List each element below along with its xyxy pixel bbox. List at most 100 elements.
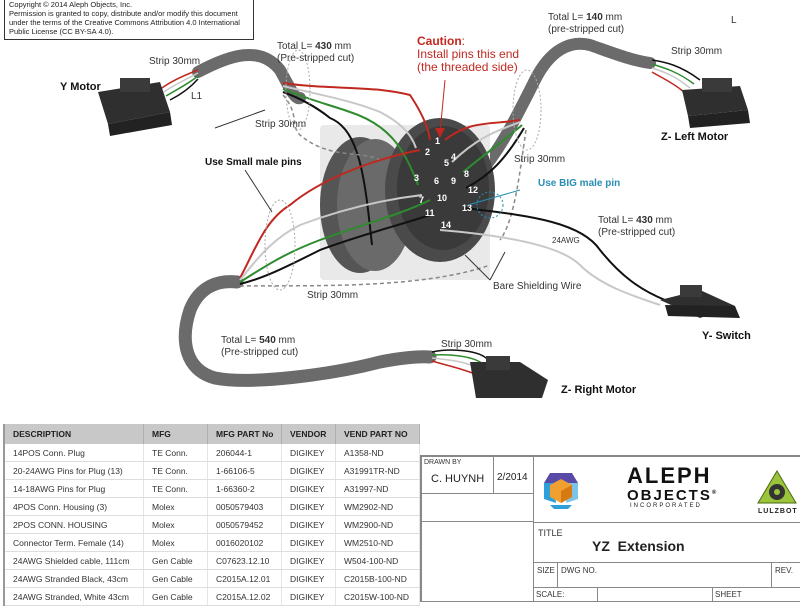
label-z-left-motor: Z- Left Motor [661,131,729,143]
bom-cell-vend-part: W504-100-ND [335,551,420,570]
company-name-line3: INCORPORATED [630,503,702,509]
bom-cell-mfg: TE Conn. [143,479,208,498]
rev-label: REV. [775,566,793,575]
strip-zone-y-motor [285,49,311,131]
bom-cell-mfg-part: 0016020102 [207,533,282,552]
bom-cell-vend-part: A31997-ND [335,479,420,498]
bom-cell-vendor: DIGIKEY [281,497,336,516]
license-line: under the terms of the Creative Commons … [9,18,240,27]
small-pins-note: Use Small male pins [205,157,302,168]
bom-cell-vendor: DIGIKEY [281,533,336,552]
l-mark: L [731,15,737,26]
drawing-date: 2/2014 [497,472,528,483]
drawn-by-label: DRAWN BY [424,459,462,466]
bom-cell-vend-part: WM2510-ND [335,533,420,552]
bom-header-vendor: VENDOR [281,424,336,444]
strip-zone-z-right [264,199,296,291]
bom-cell-description: Connector Term. Female (14) [5,533,144,552]
label-z-right-motor: Z- Right Motor [561,384,637,396]
bom-cell-mfg-part: 1-66106-5 [207,461,282,480]
label-y-motor: Y Motor [60,81,101,93]
pin-1: 1 [435,136,440,146]
aleph-cube-logo-icon [544,473,578,509]
strip-label-z-right: Strip 30mm [441,339,493,350]
bom-cell-mfg-part: 0050579452 [207,515,282,534]
arrow-caution-head [435,128,445,138]
bom-cell-description: 14POS Conn. Plug [5,444,144,462]
bom-cell-mfg: Gen Cable [143,551,208,570]
length-label-y-switch: Total L= 430 mm (Pre-stripped cut) [598,215,676,238]
bom-cell-mfg-part: 0050579403 [207,497,282,516]
bom-cell-description: 24AWG Shielded cable, 111cm [5,551,144,570]
bom-cell-vend-part: A1358-ND [335,444,420,462]
big-pin-zone [476,191,504,219]
bom-cell-vend-part: C2015W-100-ND [335,587,420,606]
arrow-shield-1 [464,254,491,281]
bom-cell-vend-part: C2015B-100-ND [335,569,420,588]
bom-table: DESCRIPTION MFG MFG PART No VENDOR VEND … [5,424,420,606]
arrow-strip-y [214,109,266,129]
bom-cell-mfg-part: 206044-1 [207,444,282,462]
copyright-notice: Copyright © 2014 Aleph Objects, Inc. Per… [4,0,254,40]
lulzbot-text: LULZBOT [758,508,798,515]
wiring-diagram: 1 2 3 4 5 6 7 8 9 10 11 12 13 14 [98,37,750,398]
bom-cell-mfg-part: C2015A.12.02 [207,587,282,606]
pin-11: 11 [425,208,435,218]
strip-label-y-motor: Strip 30mm [149,56,201,67]
l1-label: L1 [191,91,203,102]
pin-10: 10 [437,193,447,203]
pin-14: 14 [441,220,451,230]
bom-row: 20-24AWG Pins for Plug (13)TE Conn.1-661… [5,461,420,480]
bom-cell-description: 24AWG Stranded, White 43cm [5,587,144,606]
lulzbot-logo-icon [757,470,797,504]
pin-5: 5 [444,158,449,168]
bom-header-description: DESCRIPTION [5,424,144,444]
bom-header-vend-part: VEND PART NO [335,424,420,444]
big-pin-note: Use BIG male pin [538,178,621,189]
bom-cell-mfg: Molex [143,497,208,516]
bom-cell-mfg: TE Conn. [143,444,208,462]
title-block: DRAWN BY C. HUYNH 2/2014 ALEPH OBJECTS® … [420,455,800,602]
bom-cell-vendor: DIGIKEY [281,444,336,462]
bom-cell-mfg: Molex [143,533,208,552]
arrow-small-pins [244,169,273,213]
arrow-big-pin [467,189,521,206]
strip-label-z-left: Strip 30mm [671,46,723,57]
length-label-y-motor: Total L= 430 mm (Pre-stripped cut) [277,41,355,64]
license-line: Public License (CC BY-SA 4.0). [9,27,114,36]
bom-cell-vend-part: WM2902-ND [335,497,420,516]
dwg-no-label: DWG NO. [561,566,597,575]
company-name-line2: OBJECTS® [627,487,719,504]
y-motor-connector [98,78,172,136]
pin-8: 8 [464,169,469,179]
arrow-caution [439,79,446,134]
bom-cell-mfg-part: C07623.12.10 [207,551,282,570]
pin-labels: 1 2 3 4 5 6 7 8 9 10 11 12 13 14 [414,136,478,230]
pin-2: 2 [425,147,430,157]
bom-cell-vendor: DIGIKEY [281,479,336,498]
bom-cell-vendor: DIGIKEY [281,587,336,606]
y-switch-connector [660,285,740,318]
z-right-motor-connector [470,356,548,398]
copyright-line: Copyright © 2014 Aleph Objects, Inc. [9,0,133,9]
bom-cell-description: 2POS CONN. HOUSING [5,515,144,534]
pin-3: 3 [414,173,419,183]
strip-zone-z-left [512,69,542,151]
bom-cell-mfg: TE Conn. [143,461,208,480]
awg-label: 24AWG [552,236,580,245]
bom-cell-vendor: DIGIKEY [281,569,336,588]
drawn-by-value: C. HUYNH [431,473,485,485]
pin-6: 6 [434,176,439,186]
strip-label-right: Strip 30mm [514,154,566,165]
drawing-title: YZ Extension [592,538,685,554]
size-label: SIZE [537,566,555,575]
length-label-z-right: Total L= 540 mm (Pre-stripped cut) [221,335,299,358]
cable-z-right [178,275,437,387]
pin-12: 12 [468,185,478,195]
length-label-z-left: Total L= 140 mm (pre-stripped cut) [548,12,625,35]
bom-cell-vendor: DIGIKEY [281,461,336,480]
